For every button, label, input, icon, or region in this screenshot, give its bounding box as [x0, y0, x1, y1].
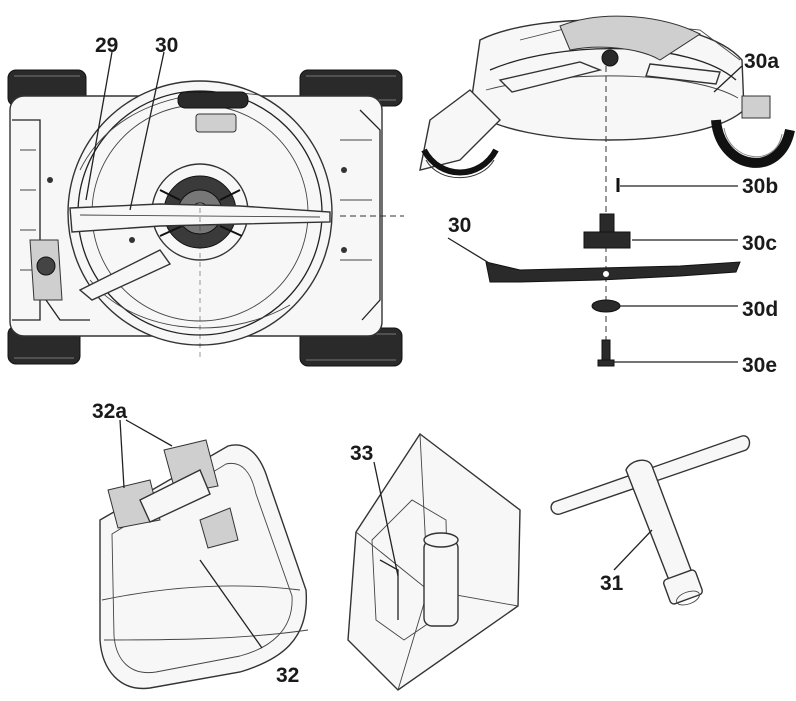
- label-32a: 32a: [92, 400, 127, 423]
- label-30c: 30c: [742, 232, 777, 255]
- label-30d: 30d: [742, 298, 778, 321]
- label-32: 32: [276, 664, 299, 687]
- label-30-top: 30: [155, 34, 178, 57]
- label-31: 31: [600, 572, 624, 595]
- leader-33: [373, 461, 399, 577]
- label-30: 30: [448, 214, 471, 237]
- leader-31: [613, 529, 653, 571]
- mower-underside-drawing: [7, 69, 404, 367]
- label-30a: 30a: [744, 50, 779, 73]
- bolt-30e: [597, 339, 615, 367]
- label-29: 29: [95, 34, 118, 57]
- leader-32: [199, 559, 263, 649]
- washer-30d: [591, 299, 621, 313]
- leader-30: [447, 237, 495, 267]
- leader-32a-1: [119, 419, 125, 489]
- label-33: 33: [350, 442, 373, 465]
- leader-32a-2: [125, 419, 173, 447]
- label-30e: 30e: [742, 354, 777, 377]
- mulch-insert-33: [347, 432, 521, 691]
- t-wrench-31: [550, 435, 751, 606]
- grass-bag-32: [99, 439, 309, 690]
- blade-adaptor-30c: [583, 213, 631, 249]
- deck-side-view: [419, 15, 795, 179]
- blade-30: [485, 261, 741, 283]
- label-30b: 30b: [742, 175, 778, 198]
- leader-29: [85, 51, 113, 201]
- leader-30-top: [129, 51, 165, 211]
- leader-30a: [713, 65, 743, 93]
- deck-grip-slot: [177, 91, 249, 109]
